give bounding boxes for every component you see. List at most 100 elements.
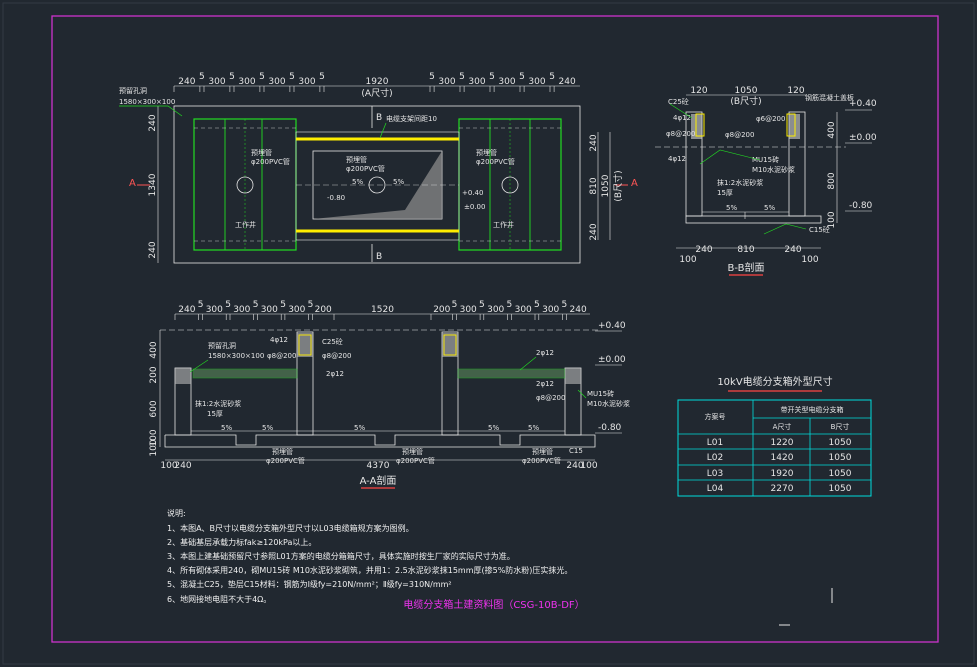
- aa-level-zero: ±0.00: [598, 355, 626, 365]
- plan-work-label-left: 工作井: [235, 220, 256, 229]
- aa-bar2-right-low: 2φ12: [536, 380, 554, 388]
- aa-mortar: M10水泥砂浆: [587, 399, 630, 408]
- aa-left-dim-1: 400: [149, 341, 159, 358]
- aa-top-dim-23: 240: [570, 305, 587, 315]
- plan-top-dim-19: 300: [528, 77, 545, 87]
- aa-plaster-t: 15厚: [207, 410, 223, 418]
- aa-left-dim-2: 200: [149, 366, 159, 383]
- aa-bottom-dim-3: 4370: [367, 461, 390, 471]
- plan-top-dim-10: 5: [319, 72, 325, 82]
- note-item: 4、所有砌体采用240，砌MU15砖 M10水泥砂浆砌筑，并用1：2.5水泥砂浆…: [167, 565, 572, 575]
- aa-top-dim-2: 5: [198, 300, 204, 310]
- aa-bar-a: φ8@200: [322, 352, 351, 360]
- bb-plaster: 抹1:2水泥砂浆: [717, 178, 763, 187]
- dim-table-title: 10kV电缆分支箱外型尺寸: [717, 375, 832, 388]
- drawing-frame: [51, 15, 939, 643]
- aa-level-minus: -0.80: [598, 423, 622, 433]
- plan-top-dim-14: 5: [459, 72, 465, 82]
- plan-left-dim-2: 1340: [148, 173, 158, 196]
- dim-table-header-a: A尺寸: [773, 422, 792, 431]
- aa-top-dim-1: 240: [178, 305, 195, 315]
- note-item: 6、地网接地电阻不大于4Ω。: [167, 594, 271, 604]
- bb-top-dim-1: 120: [690, 86, 707, 96]
- dim-table-cell-a: 1220: [771, 438, 794, 448]
- plan-pipe-spec-right: φ200PVC管: [476, 157, 515, 166]
- plan-top-dim-4: 5: [229, 72, 235, 82]
- plan-marker-b-top: B: [376, 113, 382, 123]
- dim-table-cell-a: 1920: [771, 469, 794, 479]
- plan-marker-a-left: A: [129, 178, 136, 189]
- plan-hole-label: 预留孔洞: [119, 86, 147, 95]
- bb-bottom-dim-3: 810: [737, 245, 754, 255]
- bb-section: 120 1050 120 (B尺寸) 100 240 810 240 100 4…: [655, 86, 877, 276]
- plan-top-dim-18: 5: [519, 72, 525, 82]
- plan-pipe-spec-left: φ200PVC管: [251, 157, 290, 166]
- dim-table-cell-b: 1050: [829, 469, 852, 479]
- plan-level-plus: +0.40: [462, 189, 483, 197]
- bb-bar12-low: 4φ12: [668, 155, 686, 163]
- aa-top-dim-4: 5: [225, 300, 231, 310]
- dim-table-cell-id: L01: [707, 438, 723, 448]
- plan-right-dim-2: 810: [589, 177, 599, 194]
- aa-bar-a-right: φ8@200: [536, 394, 565, 402]
- plan-top-dim-2: 5: [199, 72, 205, 82]
- aa-c25: C25砼: [322, 337, 343, 346]
- plan-marker-a-right: A: [631, 178, 638, 189]
- plan-top-dim-5: 300: [238, 77, 255, 87]
- aa-bar12: 4φ12: [270, 336, 288, 344]
- bb-top-dim-2: 1050: [735, 86, 758, 96]
- bb-bottom-dim-4: 240: [784, 245, 801, 255]
- dim-table-header-col1: 方案号: [705, 412, 726, 421]
- aa-top-dim-11: 200: [315, 305, 332, 315]
- aa-slope-1: 5%: [221, 424, 232, 432]
- bb-c25: C25砼: [668, 97, 689, 106]
- dim-table-cell-b: 1050: [829, 438, 852, 448]
- aa-brick: MU15砖: [587, 389, 614, 398]
- bb-c15: C15砼: [809, 225, 830, 234]
- dim-table-cell-a: 2270: [771, 484, 794, 494]
- note-item: 2、基础基层承载力标fak≥120kPa以上。: [167, 537, 316, 547]
- aa-top-dim-18: 5: [507, 300, 513, 310]
- aa-bottom-dim-2: 240: [174, 461, 191, 471]
- plan-slope: 5%: [393, 178, 404, 186]
- bb-bottom-dim-2: 240: [695, 245, 712, 255]
- aa-left-dim-3: 600: [149, 400, 159, 417]
- plan-pipe-spec-mid: φ200PVC管: [346, 164, 385, 173]
- dim-table-cell-b: 1050: [829, 453, 852, 463]
- bb-top-dim-3: 120: [787, 86, 804, 96]
- aa-title: A-A剖面: [360, 474, 397, 487]
- aa-top-dim-17: 300: [487, 305, 504, 315]
- aa-top-dim-5: 300: [233, 305, 250, 315]
- plan-right-sub: (B尺寸): [612, 170, 624, 201]
- plan-slope-2: 5%: [352, 178, 363, 186]
- aa-bottom-dim-4: 240: [566, 461, 583, 471]
- drawing-title: 电缆分支箱土建资料图（CSG-10B-DF）: [403, 598, 584, 611]
- aa-slope-5: 5%: [528, 424, 539, 432]
- bb-bar-b: φ6@200: [756, 115, 785, 123]
- plan-hole-size: 1580×300×100: [119, 98, 175, 106]
- bb-bottom-dim-5: 100: [801, 255, 818, 265]
- plan-top-dim-sub: (A尺寸): [361, 87, 392, 99]
- aa-slope-4: 5%: [488, 424, 499, 432]
- bb-plaster-t: 15厚: [717, 189, 733, 197]
- bb-bar-a: φ8@200: [666, 130, 695, 138]
- bb-title: B-B剖面: [728, 261, 765, 274]
- plan-right-dim-3: 240: [589, 223, 599, 240]
- bb-slope-left: 5%: [726, 204, 737, 212]
- aa-left-dim-4: 100: [149, 429, 159, 446]
- plan-left-dim-1: 240: [148, 114, 158, 131]
- aa-top-dim-10: 5: [308, 300, 314, 310]
- aa-bottom-dim-1: 100: [160, 461, 177, 471]
- note-item: 3、本图上建基础预留尺寸参照L01方案的电缆分箱箱尺寸，具体实施时按生厂家的实际…: [167, 551, 515, 561]
- plan-top-dim-11: 1920: [366, 77, 389, 87]
- plan-pipe-label-right: 预埋管: [476, 148, 497, 157]
- aa-top-dim-16: 5: [479, 300, 485, 310]
- plan-work-label-right: 工作井: [493, 220, 514, 229]
- plan-pipe-label-left: 预埋管: [251, 148, 272, 157]
- aa-c15: C15: [569, 447, 583, 455]
- dim-table-cell-b: 1050: [829, 484, 852, 494]
